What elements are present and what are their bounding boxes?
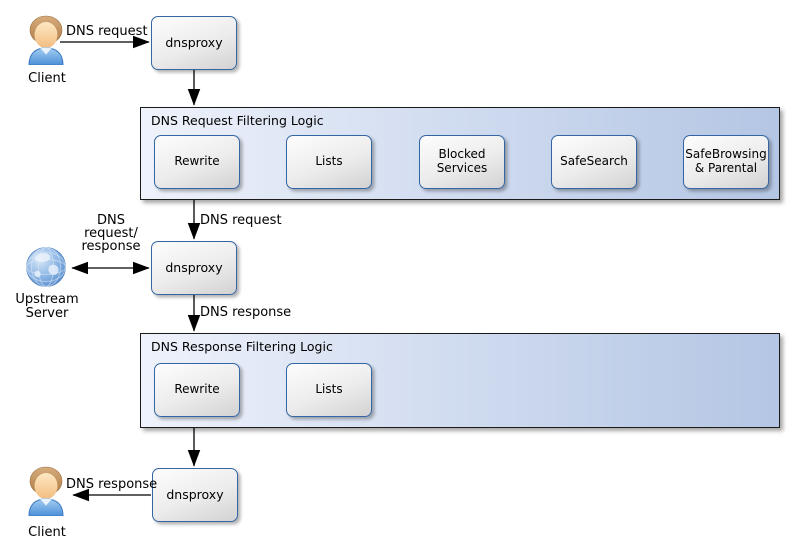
globe-continents	[34, 253, 59, 278]
client-top-label: Client	[28, 71, 66, 86]
upstream-server-label: Upstream Server	[15, 292, 79, 322]
node-dnsproxy-middle: dnsproxy	[151, 241, 237, 295]
client-bottom-label: Client	[28, 525, 66, 540]
step-response-lists: Lists	[286, 363, 372, 417]
request-pipeline-title: DNS Request Filtering Logic	[151, 113, 324, 128]
node-dnsproxy-top: dnsproxy	[151, 16, 237, 70]
edge-label-dns-response-bottom: DNS response	[66, 477, 158, 492]
response-pipeline-box: DNS Response Filtering Logic Rewrite Lis…	[140, 333, 780, 428]
globe-sphere	[26, 247, 66, 287]
step-safebrowsing-parental: SafeBrowsing & Parental	[683, 135, 769, 189]
person-icon	[28, 15, 64, 65]
edge-label-dns-request-top: DNS request	[66, 24, 148, 39]
edge-label-dns-request-middle: DNS request	[200, 213, 282, 228]
person-collar	[39, 498, 53, 507]
node-dnsproxy-bottom: dnsproxy	[152, 468, 238, 522]
edge-label-upstream-link: DNS request/ response	[81, 213, 141, 254]
person-collar	[39, 47, 53, 56]
step-blocked-services: Blocked Services	[419, 135, 505, 189]
step-request-rewrite: Rewrite	[154, 135, 240, 189]
globe-icon	[26, 247, 66, 287]
response-pipeline-title: DNS Response Filtering Logic	[151, 339, 333, 354]
step-request-lists: Lists	[286, 135, 372, 189]
edge-label-dns-response-middle: DNS response	[200, 305, 292, 320]
step-response-rewrite: Rewrite	[154, 363, 240, 417]
step-safesearch: SafeSearch	[551, 135, 637, 189]
request-pipeline-box: DNS Request Filtering Logic Rewrite List…	[140, 107, 780, 200]
person-icon	[28, 466, 64, 516]
person-face	[34, 22, 58, 48]
person-face	[34, 473, 58, 499]
